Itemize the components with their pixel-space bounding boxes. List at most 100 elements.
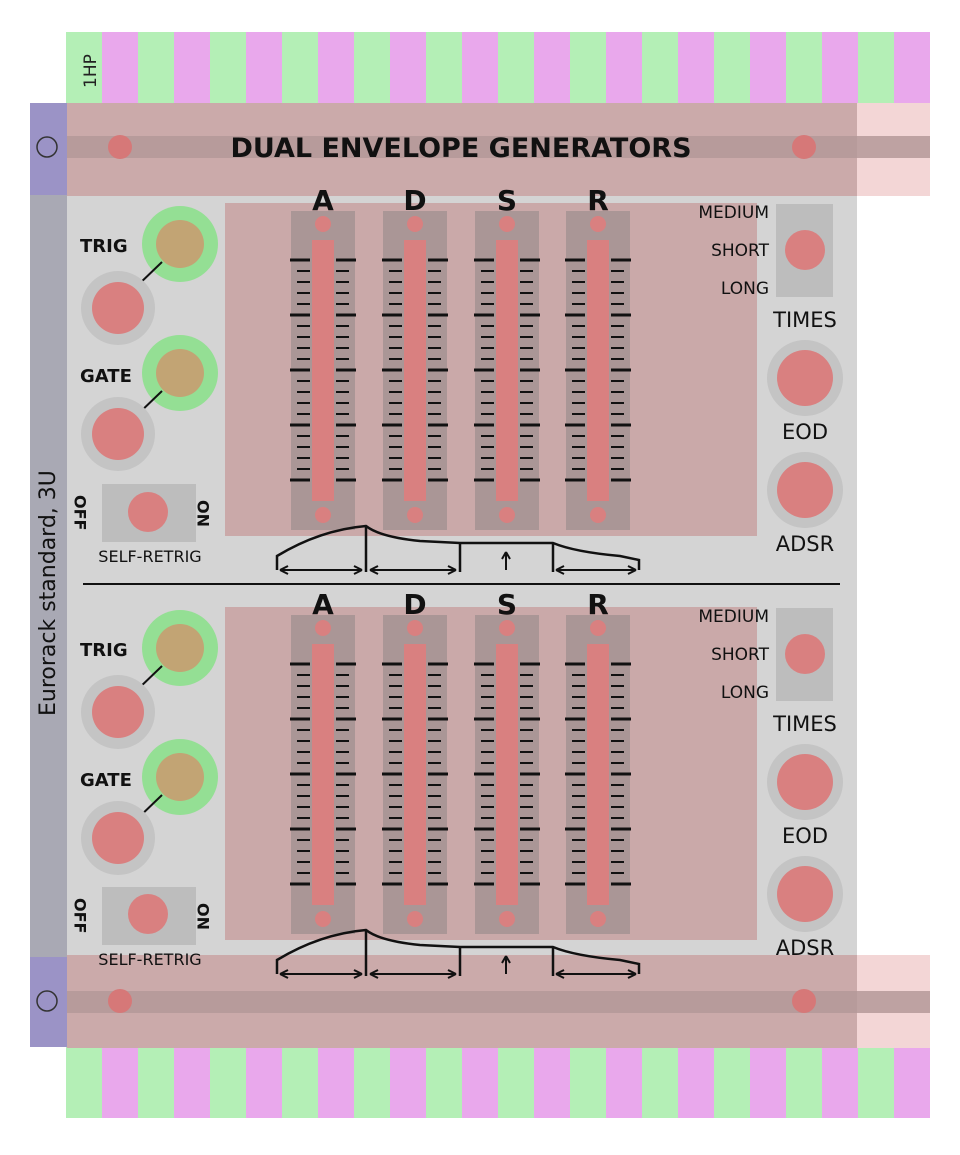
hp-stripe: [390, 32, 426, 103]
mounting-hole[interactable]: [36, 136, 58, 158]
hp-stripe: [138, 32, 174, 103]
slider-led: [590, 620, 606, 636]
slider-decay: [382, 615, 448, 934]
eod-label: EOD: [782, 824, 828, 848]
hp-stripe: [750, 1047, 786, 1118]
slider-track[interactable]: [496, 644, 518, 905]
rail-slot: [67, 991, 930, 1013]
slider-led: [590, 507, 606, 523]
hp-stripe: [138, 1047, 174, 1118]
rail-label: Eurorack standard, 3U: [36, 470, 61, 716]
slider-led: [315, 216, 331, 232]
slider-sustain: [474, 615, 540, 934]
times-medium-label: MEDIUM: [698, 203, 769, 223]
slider-bank: [290, 211, 631, 530]
slider-led: [315, 507, 331, 523]
adsr-jack[interactable]: [777, 462, 833, 518]
hp-stripe: [642, 1047, 678, 1118]
hp-stripe: [282, 1047, 318, 1118]
gate-jack[interactable]: [156, 753, 204, 801]
adsr-envelope-diagram: [275, 928, 641, 979]
slider-led: [407, 507, 423, 523]
eod-jack[interactable]: [777, 754, 833, 810]
bottom-rail: [36, 955, 930, 1048]
hp-stripe: [318, 32, 354, 103]
gate-knob[interactable]: [92, 408, 144, 460]
times-label: TIMES: [772, 308, 837, 332]
slider-led: [407, 911, 423, 927]
hp-stripe: [570, 32, 606, 103]
slider-led: [499, 507, 515, 523]
self-retrig-off-label: OFF: [71, 898, 90, 933]
slider-label-sustain: S: [497, 184, 517, 217]
hp-stripe: [642, 32, 678, 103]
gate-jack[interactable]: [156, 349, 204, 397]
hp-stripe: [678, 32, 714, 103]
screw-hole[interactable]: [792, 135, 816, 159]
hp-stripe: [66, 1047, 102, 1118]
slider-led: [499, 911, 515, 927]
slider-led: [499, 620, 515, 636]
hp-stripe: [714, 32, 750, 103]
trig-jack[interactable]: [156, 624, 204, 672]
top-rail: [36, 103, 930, 196]
hp-grid-top: [66, 32, 930, 103]
gate-knob[interactable]: [92, 812, 144, 864]
slider-track[interactable]: [404, 240, 426, 501]
hp-stripe: [822, 1047, 858, 1118]
hp-stripe: [606, 32, 642, 103]
times-medium-label: MEDIUM: [698, 607, 769, 627]
trig-label: TRIG: [80, 236, 128, 257]
slider-label-decay: D: [403, 588, 426, 621]
times-short-label: SHORT: [711, 645, 770, 665]
hp-stripe: [102, 1047, 138, 1118]
screw-hole[interactable]: [108, 989, 132, 1013]
hp-stripe: [462, 32, 498, 103]
times-switch[interactable]: [785, 634, 825, 674]
hp-stripe: [858, 32, 894, 103]
slider-track[interactable]: [587, 644, 609, 905]
slider-track[interactable]: [404, 644, 426, 905]
screw-hole[interactable]: [108, 135, 132, 159]
hp-stripe: [498, 32, 534, 103]
self-retrig-off-label: OFF: [71, 495, 90, 530]
hp-stripe: [174, 32, 210, 103]
self-retrig-switch[interactable]: [128, 894, 168, 934]
slider-label-attack: A: [312, 184, 334, 217]
slider-label-release: R: [587, 588, 609, 621]
trig-jack[interactable]: [156, 220, 204, 268]
eod-label: EOD: [782, 420, 828, 444]
screw-hole[interactable]: [792, 989, 816, 1013]
slider-led: [315, 911, 331, 927]
times-long-label: LONG: [721, 683, 769, 703]
hp-stripe: [426, 1047, 462, 1118]
hp-label: 1HP: [81, 54, 101, 88]
times-long-label: LONG: [721, 279, 769, 299]
trig-knob[interactable]: [92, 686, 144, 738]
mounting-hole[interactable]: [36, 990, 58, 1012]
slider-attack: [290, 211, 356, 530]
hp-stripe: [246, 32, 282, 103]
slider-led: [407, 620, 423, 636]
adsr-jack[interactable]: [777, 866, 833, 922]
slider-track[interactable]: [496, 240, 518, 501]
eod-jack[interactable]: [777, 350, 833, 406]
slider-release: [565, 211, 631, 530]
hp-stripe: [210, 32, 246, 103]
slider-track[interactable]: [587, 240, 609, 501]
slider-track[interactable]: [312, 644, 334, 905]
hp-stripe: [606, 1047, 642, 1118]
hp-stripe: [750, 32, 786, 103]
times-switch[interactable]: [785, 230, 825, 270]
hp-stripe: [66, 32, 102, 103]
slider-led: [590, 911, 606, 927]
hp-stripe: [426, 32, 462, 103]
self-retrig-switch[interactable]: [128, 492, 168, 532]
self-retrig-on-label: ON: [194, 500, 213, 527]
trig-knob[interactable]: [92, 282, 144, 334]
hp-stripe: [894, 1047, 930, 1118]
hp-stripe: [246, 1047, 282, 1118]
slider-label-attack: A: [312, 588, 334, 621]
hp-stripe: [282, 32, 318, 103]
slider-track[interactable]: [312, 240, 334, 501]
